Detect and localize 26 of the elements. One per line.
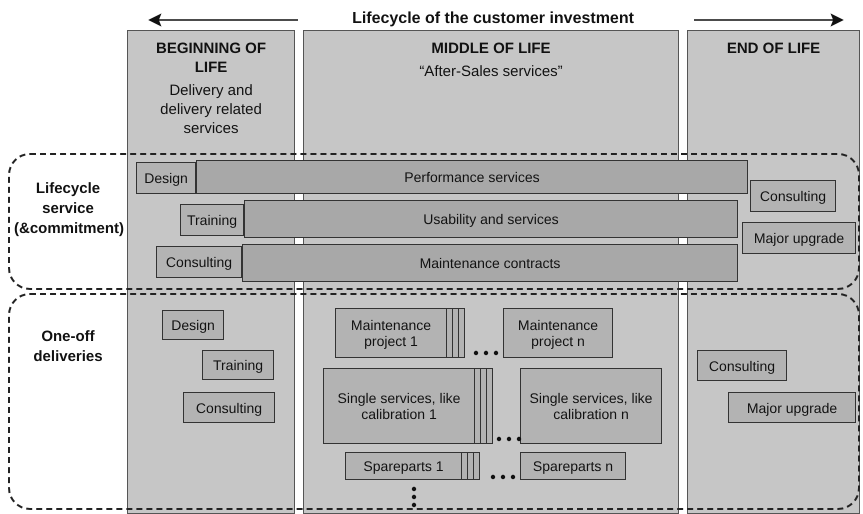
service-box: Training xyxy=(180,204,244,236)
service-box: Maintenance project n xyxy=(503,308,613,358)
service-box: Training xyxy=(202,350,274,380)
box-label: Spareparts 1 xyxy=(363,458,444,474)
service-box: Consulting xyxy=(697,350,787,381)
column-heading: END OF LIFE xyxy=(726,39,822,58)
diagram-title: Lifecycle of the customer investment xyxy=(351,9,635,29)
box-label: Maintenance project 1 xyxy=(350,317,432,349)
stacked-service-boxes xyxy=(345,452,480,480)
service-box: Consulting xyxy=(750,180,836,212)
stacked-service-boxes xyxy=(323,368,493,444)
service-box: Consulting xyxy=(156,246,242,278)
service-box: Major upgrade xyxy=(742,222,856,254)
service-box: Design xyxy=(162,310,224,340)
column-heading: BEGINNING OF LIFE xyxy=(156,39,266,77)
row-heading: Lifecycle service (&commitment) xyxy=(14,179,122,239)
service-box: Major upgrade xyxy=(728,392,856,423)
service-box: Single services, like calibration n xyxy=(520,368,662,444)
service-box: Consulting xyxy=(183,392,275,423)
box-label: Single services, like calibration 1 xyxy=(336,390,462,422)
column-subtitle: Delivery and delivery related services xyxy=(159,81,263,138)
stacked-service-boxes xyxy=(335,308,465,358)
column-heading: MIDDLE OF LIFE xyxy=(430,39,552,58)
column-subtitle: “After-Sales services” xyxy=(418,62,564,81)
service-box: Spareparts n xyxy=(520,452,626,480)
service-box: Design xyxy=(136,162,196,194)
